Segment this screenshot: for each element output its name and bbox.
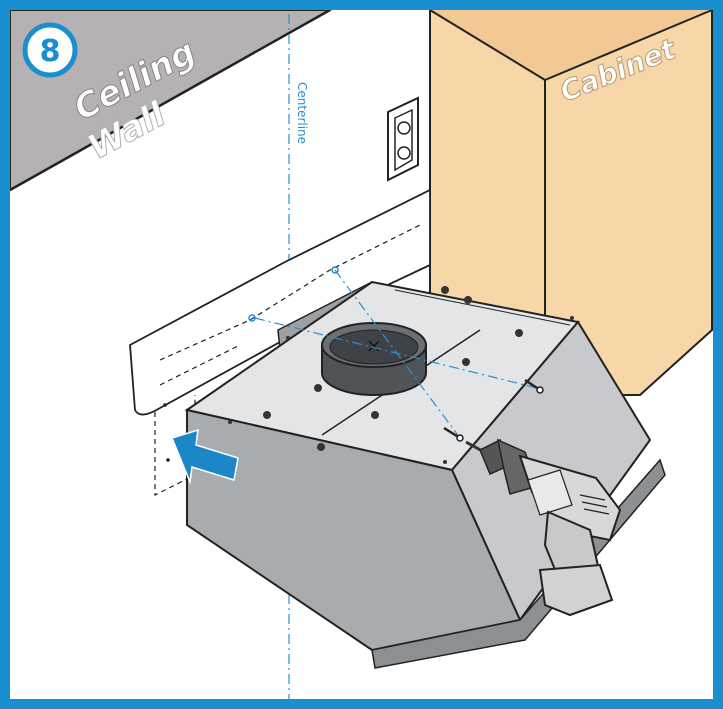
- hood-bottom-lip: [371, 458, 666, 669]
- step-number: 8: [40, 34, 61, 69]
- wall-outlet: [387, 96, 419, 182]
- range-hood: [184, 269, 666, 669]
- push-direction-arrow: [170, 428, 239, 485]
- screw-left: [443, 426, 464, 442]
- power-drill: [465, 438, 622, 617]
- mounting-template: [129, 188, 431, 496]
- screw-right: [524, 378, 544, 394]
- centerline-label: Centerline: [295, 82, 309, 144]
- ceiling-wall-edge: [9, 8, 331, 192]
- duct-collar: [321, 322, 427, 396]
- step-badge: 8: [22, 22, 78, 78]
